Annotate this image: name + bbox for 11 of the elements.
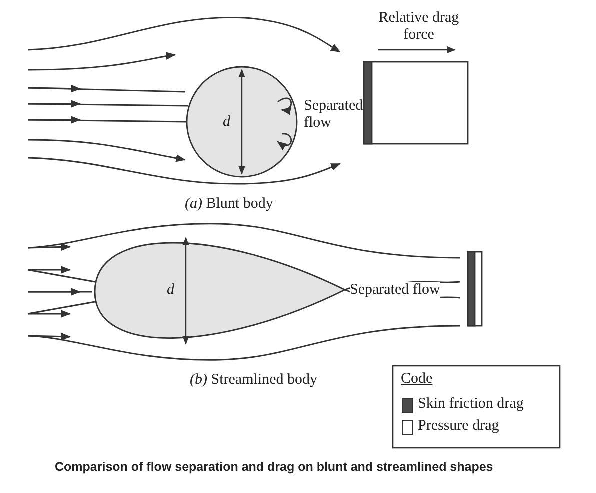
legend-title: Code <box>401 371 433 388</box>
figure-caption: (a) Blunt body <box>185 196 274 213</box>
drag-force-label: Relative drag force <box>378 10 460 44</box>
dimension-label: d <box>223 114 230 131</box>
dimension-label: d <box>167 282 174 299</box>
legend-label: Skin friction drag <box>418 396 524 413</box>
caption: Comparison of flow separation and drag on blunt and streamlined shapes <box>55 459 494 476</box>
figure-caption: (b) Streamlined body <box>190 372 318 389</box>
legend-label: Pressure drag <box>418 418 500 435</box>
flow-label: Separated flow <box>304 98 364 132</box>
flow-label: Separated flow <box>350 282 440 299</box>
